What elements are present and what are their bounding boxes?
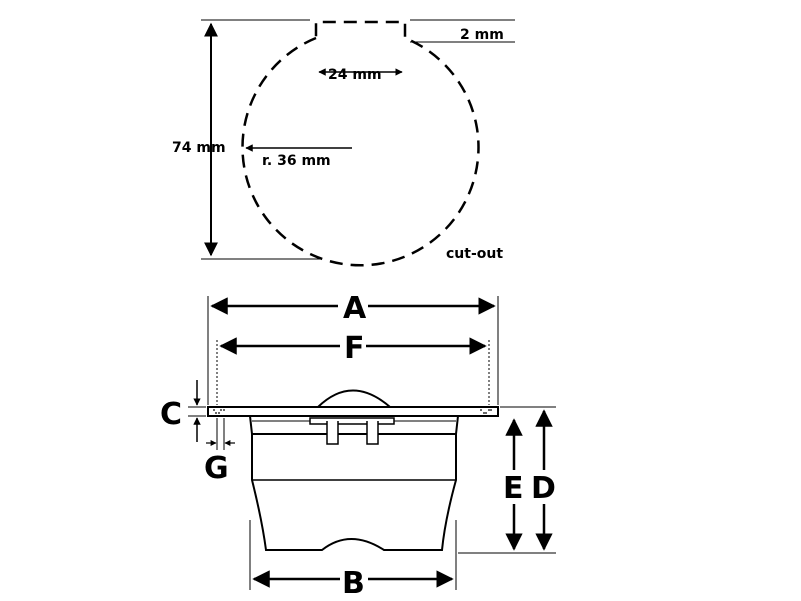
cutout-outline	[241, 20, 480, 267]
dim-b-label-bg	[340, 562, 368, 596]
flange	[207, 406, 499, 417]
dim-e-label: E	[503, 471, 524, 506]
dim-f-label-bg	[340, 330, 366, 362]
dim-a-label-bg	[338, 290, 368, 322]
dome	[317, 389, 391, 408]
dim-g-label: G	[204, 451, 229, 486]
collar	[249, 415, 459, 435]
flange-dots-right	[480, 409, 492, 414]
cutout-label: cut-out	[446, 246, 503, 262]
cutout-view: 74 mm 2 mm 24 mm r. 36 mm cut-out	[172, 19, 515, 267]
side-view: A F C G E D B	[160, 290, 558, 601]
dim-c-label: C	[160, 397, 182, 432]
notch-width-label: 24 mm	[328, 67, 382, 83]
terminal-left	[326, 421, 339, 445]
dim-a-label: A	[343, 291, 367, 326]
flange-dots-left	[213, 409, 225, 414]
terminal-bar	[309, 417, 395, 425]
radius-label: r. 36 mm	[262, 153, 331, 169]
dim-f-label: F	[344, 331, 365, 366]
terminal-right	[366, 421, 379, 445]
height-label: 74 mm	[172, 140, 226, 156]
housing-body	[251, 434, 457, 551]
dim-d-label-bg	[530, 470, 558, 504]
dim-d-label: D	[531, 471, 556, 506]
notch-depth-label: 2 mm	[460, 27, 504, 43]
dim-e-label-bg	[502, 470, 526, 504]
dim-b-label: B	[342, 566, 365, 601]
